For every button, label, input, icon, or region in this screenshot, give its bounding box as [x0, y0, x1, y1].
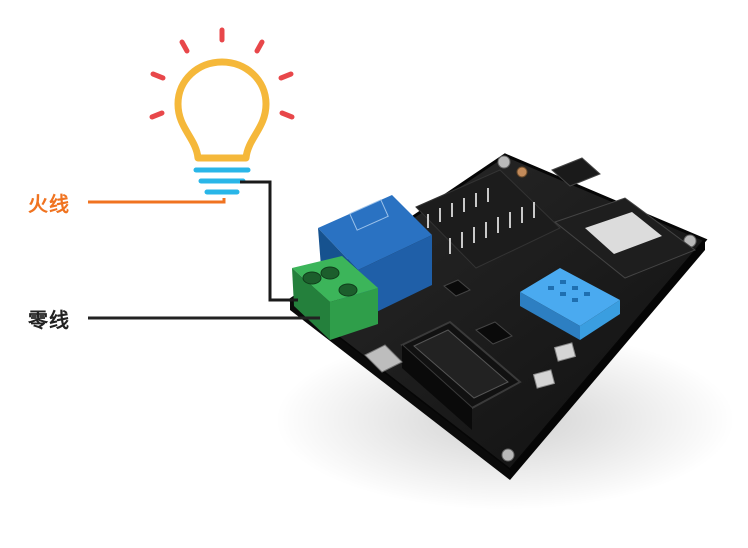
light-rays [152, 30, 292, 117]
live-wire-label: 火线 [28, 188, 70, 217]
bulb-to-relay-wire [240, 182, 298, 300]
live-wire [88, 198, 224, 202]
bulb-glass [178, 62, 266, 158]
photoresistor [517, 167, 527, 177]
light-bulb-icon [152, 30, 292, 200]
neutral-wire-label: 零线 [28, 304, 70, 333]
